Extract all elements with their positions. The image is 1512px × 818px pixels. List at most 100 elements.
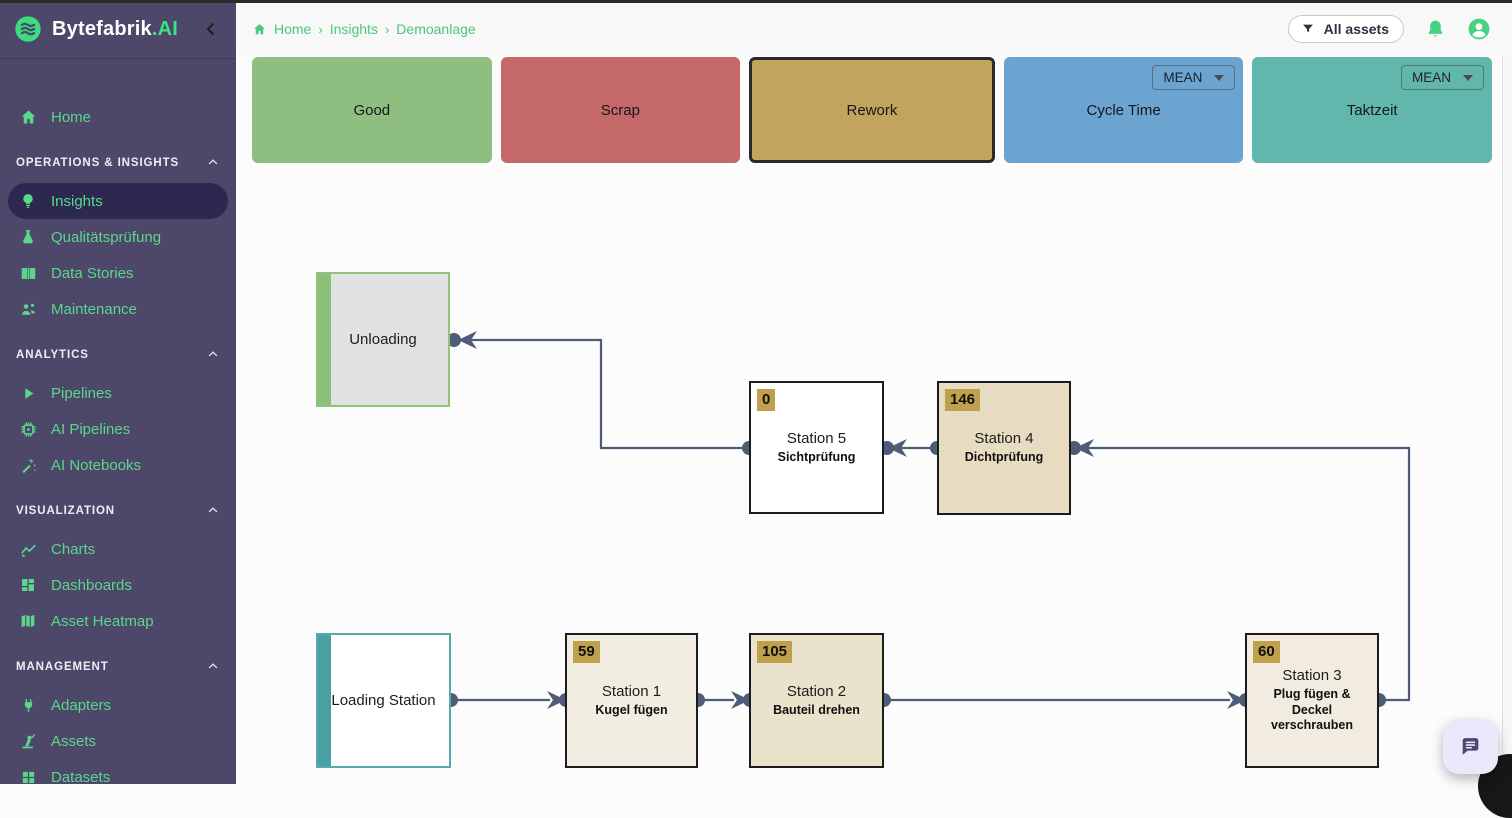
diagram-node-station-4[interactable]: 146 Station 4 Dichtprüfung [937,381,1071,515]
home-icon [252,22,267,37]
filter-icon [1301,22,1315,36]
chat-button[interactable] [1443,719,1498,774]
diagram-node-unloading[interactable]: Unloading [316,272,450,407]
sidebar-item-insights[interactable]: Insights [8,183,228,219]
node-title: Unloading [349,331,417,348]
dataset-icon [18,767,38,787]
sidebar-item-maintenance[interactable]: Maintenance [0,291,236,327]
lightbulb-icon [18,191,38,211]
map-icon [18,611,38,631]
sidebar-item-datasets[interactable]: Datasets [0,759,236,795]
breadcrumb: Home › Insights › Demoanlage [252,21,476,37]
account-icon[interactable] [1466,16,1492,42]
sidebar-item-ai-pipelines[interactable]: AI Pipelines [0,411,236,447]
chevron-down-icon [1214,74,1225,81]
sidebar-item-label: Home [51,108,92,126]
logo: Bytefabrik.AI [0,0,236,59]
sidebar-item-asset-heatmap[interactable]: Asset Heatmap [0,603,236,639]
metric-card-good[interactable]: Good [252,57,492,163]
sidebar-item-label: Data Stories [51,264,134,282]
sidebar-item-label: AI Notebooks [51,456,142,474]
window-top-edge [0,0,1512,3]
metric-card-cycle-time[interactable]: MEAN Cycle Time [1003,57,1244,163]
wand-icon [18,455,38,475]
node-title: Station 3 [1282,667,1342,685]
node-title: Station 4 [974,430,1034,448]
chip-icon [18,419,38,439]
sidebar-item-label: Insights [51,192,103,210]
sidebar-item-label: Dashboards [51,576,132,594]
all-assets-filter-button[interactable]: All assets [1287,15,1404,43]
waves-circle-icon [13,14,43,44]
aggregation-dropdown[interactable]: MEAN [1400,65,1484,90]
chevron-up-icon [206,503,220,520]
node-count-badge: 60 [1253,641,1280,663]
node-subtitle: Kugel fügen [595,702,668,717]
topbar-actions: All assets [1287,15,1492,43]
sidebar-item-label: Qualitätsprüfung [51,228,162,246]
nav-section-operations-insights[interactable]: OPERATIONS & INSIGHTS [0,151,236,175]
metric-card-label: Scrap [600,101,640,119]
book-icon [18,263,38,283]
chat-icon [1458,734,1483,759]
nav-section-management[interactable]: MANAGEMENT [0,655,236,679]
sidebar-item-home[interactable]: Home [0,99,236,135]
chevron-up-icon [206,347,220,364]
node-title: Loading Station [331,692,436,709]
sidebar: Bytefabrik.AI Home OPERATIONS & INSIGHTS… [0,0,236,786]
sidebar-item-label: Charts [51,540,96,558]
nav-section-visualization[interactable]: VISUALIZATION [0,499,236,523]
node-count-badge: 105 [757,641,793,663]
sidebar-item-charts[interactable]: Charts [0,531,236,567]
bell-icon[interactable] [1422,16,1448,42]
play-icon [18,383,38,403]
node-subtitle: Sichtprüfung [777,449,856,464]
scrollbar-gutter[interactable] [1502,55,1512,784]
sidebar-item-data-stories[interactable]: Data Stories [0,255,236,291]
node-title: Station 1 [601,682,662,700]
sidebar-item-qualitaetspruefung[interactable]: Qualitätsprüfung [0,219,236,255]
metric-card-rework[interactable]: Rework [749,57,995,163]
sidebar-item-label: Adapters [51,696,112,714]
diagram-node-station-3[interactable]: 60 Station 3 Plug fügen & Deckel verschr… [1245,633,1379,768]
node-subtitle: Dichtprüfung [964,450,1044,465]
diagram-node-station-2[interactable]: 105 Station 2 Bauteil drehen [749,633,884,768]
breadcrumb-insights[interactable]: Insights [329,21,378,37]
aggregation-dropdown[interactable]: MEAN [1152,65,1236,90]
dashboard-icon [18,575,38,595]
sidebar-item-label: Maintenance [51,300,137,318]
topbar: Home › Insights › Demoanlage All assets [236,3,1512,55]
metric-cards-row: Good Scrap Rework MEAN Cycle Time MEAN T… [252,57,1492,163]
sidebar-collapse-icon[interactable] [200,18,222,40]
plug-icon [18,695,38,715]
sidebar-item-label: Pipelines [51,384,112,402]
sidebar-item-dashboards[interactable]: Dashboards [0,567,236,603]
breadcrumb-demoanlage[interactable]: Demoanlage [396,21,476,37]
breadcrumb-home[interactable]: Home [274,21,312,37]
chevron-up-icon [206,155,220,172]
chart-icon [18,539,38,559]
sidebar-item-adapters[interactable]: Adapters [0,687,236,723]
flask-icon [18,227,38,247]
node-accent-stripe [318,274,331,405]
breadcrumb-separator: › [318,21,323,37]
breadcrumb-separator: › [384,21,390,37]
metric-card-scrap[interactable]: Scrap [500,57,741,163]
chevron-down-icon [1462,74,1473,81]
nav-section-analytics[interactable]: ANALYTICS [0,343,236,367]
sidebar-item-label: Asset Heatmap [51,612,154,630]
node-subtitle: Plug fügen & Deckel verschrauben [1271,687,1353,733]
sidebar-item-assets[interactable]: Assets [0,723,236,759]
process-diagram-canvas[interactable]: Unloading 0 Station 5 Sichtprüfung 146 S… [236,55,1512,784]
metric-card-label: Cycle Time [1086,101,1161,119]
diagram-node-station-5[interactable]: 0 Station 5 Sichtprüfung [749,381,884,514]
metric-card-taktzeit[interactable]: MEAN Taktzeit [1252,57,1492,163]
node-count-badge: 146 [945,389,981,411]
sidebar-item-pipelines[interactable]: Pipelines [0,375,236,411]
diagram-node-station-1[interactable]: 59 Station 1 Kugel fügen [565,633,698,768]
brand-name: Bytefabrik.AI [52,17,178,40]
diagram-node-loading-station[interactable]: Loading Station [316,633,451,768]
sidebar-item-ai-notebooks[interactable]: AI Notebooks [0,447,236,483]
sidebar-item-label: Datasets [51,768,111,786]
main-content: Home › Insights › Demoanlage All assets … [236,3,1512,818]
